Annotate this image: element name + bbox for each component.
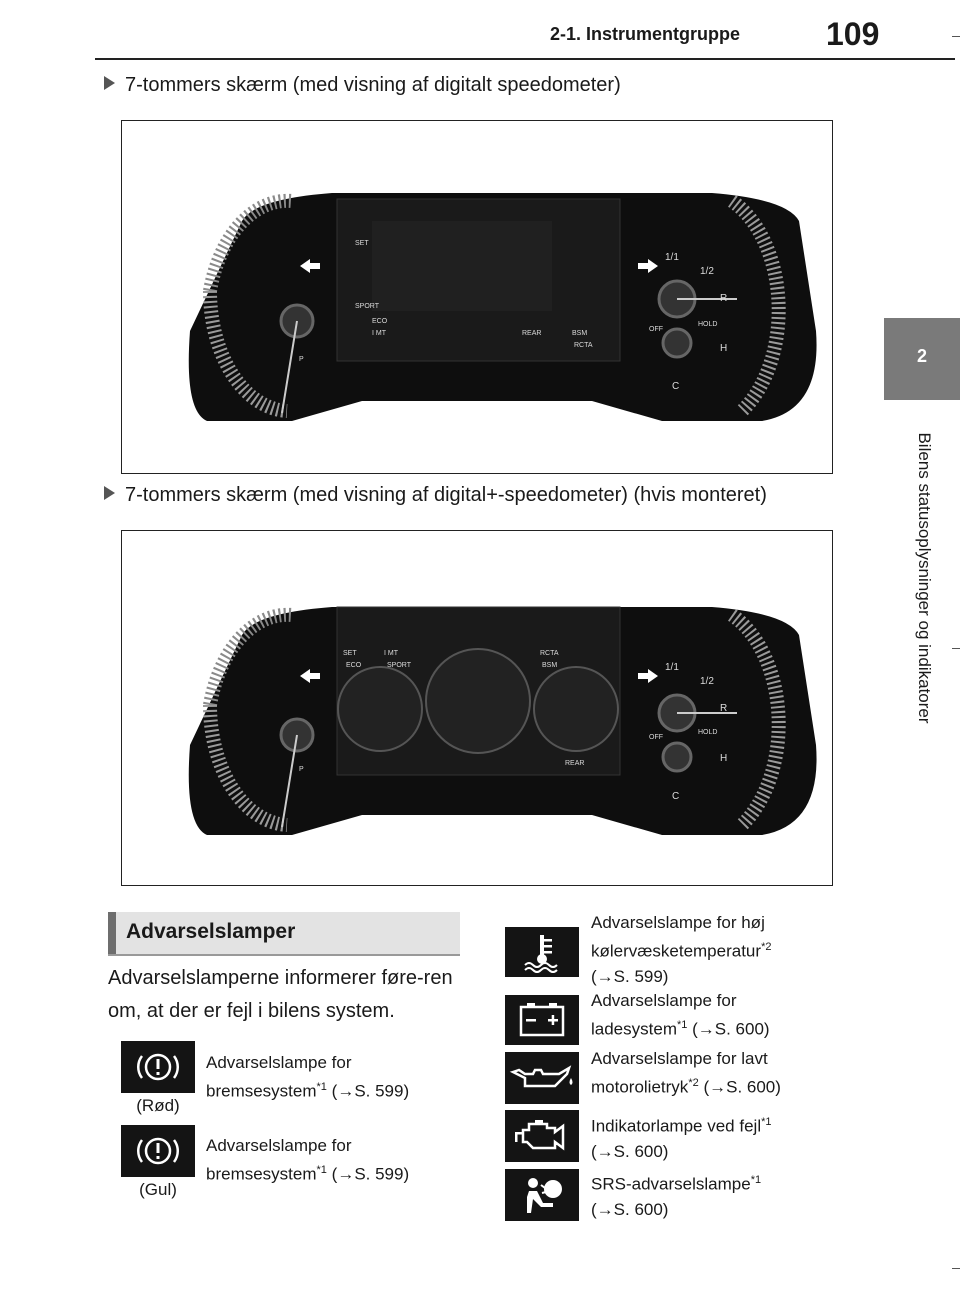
lamp-description: Advarselslampe for lavt motorolietryk*2 … — [591, 1049, 781, 1097]
bsm-label: BSM — [572, 330, 587, 337]
figure-caption-text: 7-tommers skærm (med visning af digitalt… — [125, 74, 621, 96]
instrument-cluster-digital-plus-image: SET SPORT ECO I MT REAR BSM RCTA HOLD 1/… — [188, 606, 817, 835]
lamp-description: Advarselslampe for bremsesystem*1 (→S. 5… — [206, 1053, 410, 1101]
section-intro: Advarselslamperne informerer føre-ren om… — [108, 967, 453, 1022]
instrument-cluster-digital-image: SET SPORT ECO I MT REAR BSM RCTA HOLD 1/… — [188, 193, 817, 421]
brake-warning-icon — [121, 1041, 195, 1093]
full-label: 1/1 — [665, 662, 679, 673]
srs-airbag-icon — [505, 1169, 579, 1221]
figure-caption-text: 7-tommers skærm (med visning af digital+… — [125, 484, 767, 506]
crop-mark — [952, 1268, 960, 1269]
hot-label: H — [720, 343, 727, 354]
off-label: OFF — [649, 326, 663, 333]
lamp-description: Advarselslampe for ladesystem*1 (→S. 600… — [591, 991, 770, 1039]
half-label: 1/2 — [700, 266, 714, 277]
eco-label: ECO — [372, 318, 388, 325]
chapter-label: Bilens statusoplysninger og indikatorer — [912, 410, 936, 750]
figure-caption-2: 7-tommers skærm (med visning af digital+… — [104, 484, 767, 507]
park-label: P — [299, 766, 304, 773]
running-header: 2-1. Instrumentgruppe — [550, 24, 741, 44]
lamp-description: Advarselslampe for høj kølervæsketempera… — [591, 913, 772, 986]
oil-pressure-icon — [505, 1052, 579, 1104]
triangle-bullet-icon — [104, 76, 115, 90]
cold-label: C — [672, 791, 679, 802]
check-engine-icon — [505, 1110, 579, 1162]
chapter-number: 2 — [916, 346, 927, 366]
rcta-label: RCTA — [540, 650, 559, 657]
crop-mark — [952, 36, 960, 37]
brake-warning-icon — [121, 1125, 195, 1177]
coolant-temperature-icon — [505, 927, 579, 977]
hot-label: H — [720, 753, 727, 764]
lamp-description: Indikatorlampe ved fejl*1 (→S. 600) — [591, 1116, 772, 1161]
triangle-bullet-icon — [104, 486, 115, 500]
full-label: 1/1 — [665, 252, 679, 263]
hold-label: HOLD — [698, 729, 717, 736]
chapter-label-text: Bilens statusoplysninger og indikatorer — [915, 432, 934, 724]
figure-box-2: SET SPORT ECO I MT REAR BSM RCTA HOLD 1/… — [121, 530, 833, 886]
reserve-label: R — [720, 293, 727, 304]
lamp-description: Advarselslampe for bremsesystem*1 (→S. 5… — [206, 1136, 410, 1184]
page-number: 109 — [826, 16, 880, 52]
section-title: Advarselslamper — [126, 920, 296, 943]
imt-label: I MT — [384, 650, 399, 657]
figure-box-1: SET SPORT ECO I MT REAR BSM RCTA HOLD 1/… — [121, 120, 833, 474]
reserve-label: R — [720, 703, 727, 714]
set-label: SET — [343, 650, 357, 657]
lamp-color-caption: (Gul) — [139, 1180, 177, 1199]
lamp-color-caption: (Rød) — [136, 1096, 180, 1115]
hold-label: HOLD — [698, 321, 717, 328]
cold-label: C — [672, 381, 679, 392]
park-label: P — [299, 356, 304, 363]
figure-caption-1: 7-tommers skærm (med visning af digitalt… — [104, 74, 621, 97]
off-label: OFF — [649, 734, 663, 741]
crop-mark — [952, 648, 960, 649]
battery-charging-icon — [505, 995, 579, 1045]
rear-label: REAR — [522, 330, 541, 337]
section-accent — [108, 912, 116, 954]
bsm-label: BSM — [542, 662, 557, 669]
rcta-label: RCTA — [574, 342, 593, 349]
sport-label: SPORT — [355, 303, 380, 310]
imt-label: I MT — [372, 330, 387, 337]
rear-label: REAR — [565, 760, 584, 767]
half-label: 1/2 — [700, 676, 714, 687]
section-heading: Advarselslamper — [108, 912, 460, 956]
header-rule — [95, 58, 955, 60]
set-label: SET — [355, 240, 369, 247]
eco-label: ECO — [346, 662, 362, 669]
sport-label: SPORT — [387, 662, 412, 669]
chapter-tab: 2 — [884, 318, 960, 400]
lamp-description: SRS-advarselslampe*1 (→S. 600) — [591, 1174, 762, 1219]
